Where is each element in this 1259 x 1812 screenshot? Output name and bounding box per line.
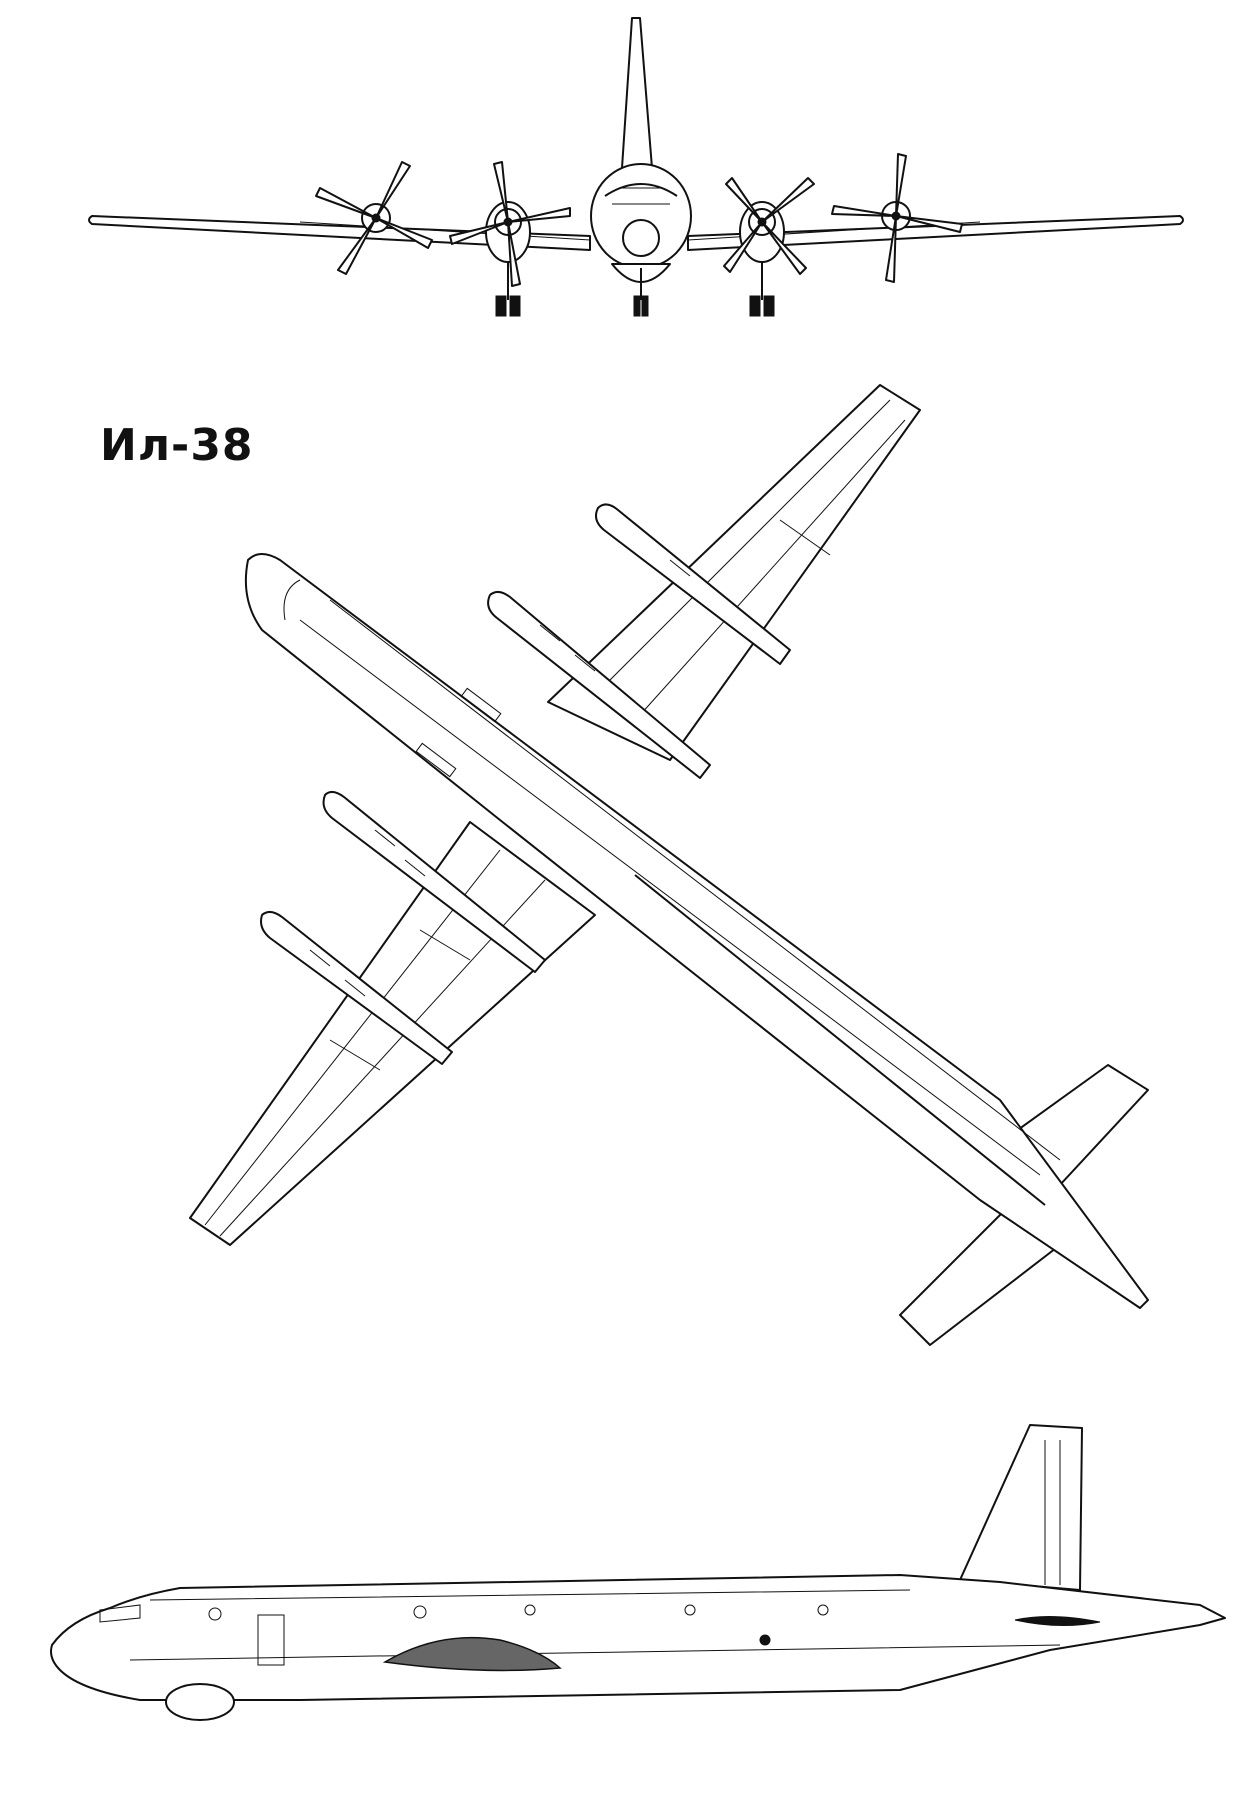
aircraft-title: Ил-38: [100, 420, 254, 471]
top-view: [189, 384, 1149, 1346]
front-engine-inner-left: [449, 161, 571, 287]
side-weapons-bay-fairing: [382, 1636, 562, 1672]
front-fin: [621, 17, 653, 169]
side-cockpit-windows: [99, 1604, 141, 1623]
top-nacelle-4: [260, 911, 453, 1065]
front-engine-outer-right: [831, 153, 963, 283]
top-wing-left: [189, 821, 596, 1246]
front-engine-inner-right: [723, 177, 815, 275]
front-nose-dome: [622, 219, 660, 257]
front-landing-gear: [495, 262, 775, 317]
top-fuselage: [244, 553, 1149, 1309]
top-nacelle-2: [487, 591, 711, 779]
front-wing-right: [687, 215, 1184, 251]
top-nacelle-3: [322, 791, 546, 973]
side-radome: [165, 1683, 235, 1721]
side-fin: [959, 1424, 1083, 1591]
top-wing-right: [547, 384, 921, 761]
side-view: [50, 1424, 1226, 1721]
side-mad-fairing: [1014, 1615, 1101, 1627]
front-view: [88, 17, 1184, 317]
front-engine-outer-left: [315, 161, 433, 275]
top-nacelle-1: [595, 503, 791, 665]
